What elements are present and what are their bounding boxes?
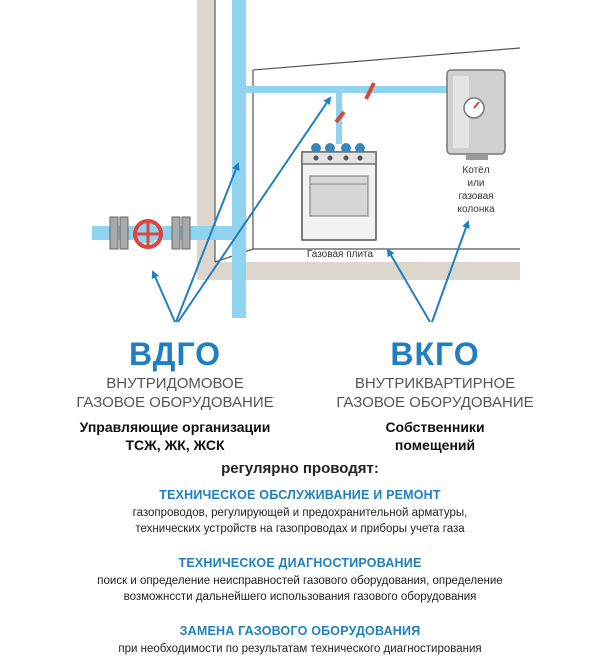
- arrows: [151, 96, 470, 323]
- section-text: газопроводов, регулирующей и предохранит…: [132, 507, 468, 535]
- section-maintenance: ТЕХНИЧЕСКОЕ ОБСЛУЖИВАНИЕ И РЕМОНТ газопр…: [0, 488, 600, 537]
- vkgo-responsible: Собственники помещений: [385, 419, 485, 453]
- stove-label: Газовая плита: [306, 249, 374, 260]
- section-title: ЗАМЕНА ГАЗОВОГО ОБОРУДОВАНИЯ: [179, 624, 421, 638]
- gas-equipment-diagram: [92, 0, 521, 323]
- gas-stove-icon: [301, 143, 377, 241]
- section-title: ТЕХНИЧЕСКОЕ ОБСЛУЖИВАНИЕ И РЕМОНТ: [159, 488, 441, 502]
- vkgo-title: ВКГО: [390, 336, 480, 372]
- vkgo-full-name: ВНУТРИКВАРТИРНОЕ ГАЗОВОЕ ОБОРУДОВАНИЕ: [336, 375, 534, 411]
- inlet-valve-assembly: [109, 216, 191, 250]
- boiler-icon: [446, 69, 506, 160]
- room-outline: [214, 0, 521, 263]
- arrow-to-pipe: [177, 96, 332, 323]
- arrow-to-boiler: [431, 220, 470, 323]
- regular-heading: регулярно проводят:: [221, 460, 379, 477]
- arrow-to-riser: [175, 162, 240, 323]
- section-text: поиск и определение неисправностей газов…: [97, 575, 503, 603]
- stove-drop-pipe: [336, 86, 342, 144]
- horizontal-inlet-pipe: [92, 226, 246, 240]
- section-diagnostics: ТЕХНИЧЕСКОЕ ДИАГНОСТИРОВАНИЕ поиск и опр…: [0, 556, 600, 605]
- arrow-to-stove: [386, 248, 431, 323]
- apartment-pipe: [246, 86, 448, 93]
- vdgo-full-name: ВНУТРИДОМОВОЕ ГАЗОВОЕ ОБОРУДОВАНИЕ: [76, 375, 274, 411]
- section-title: ТЕХНИЧЕСКОЕ ДИАГНОСТИРОВАНИЕ: [178, 556, 422, 570]
- arrow-to-valve: [151, 270, 176, 323]
- boiler-label: Котёл или газовая колонка: [457, 165, 495, 215]
- vdgo-title: ВДГО: [128, 336, 222, 372]
- riser-pipe: [232, 0, 246, 318]
- section-replacement: ЗАМЕНА ГАЗОВОГО ОБОРУДОВАНИЯ при необход…: [0, 624, 600, 657]
- apartment-valves: [334, 82, 376, 124]
- vdgo-responsible: Управляющие организации ТСЖ, ЖК, ЖСК: [79, 419, 271, 453]
- section-text: при необходимости по результатам техниче…: [118, 643, 482, 655]
